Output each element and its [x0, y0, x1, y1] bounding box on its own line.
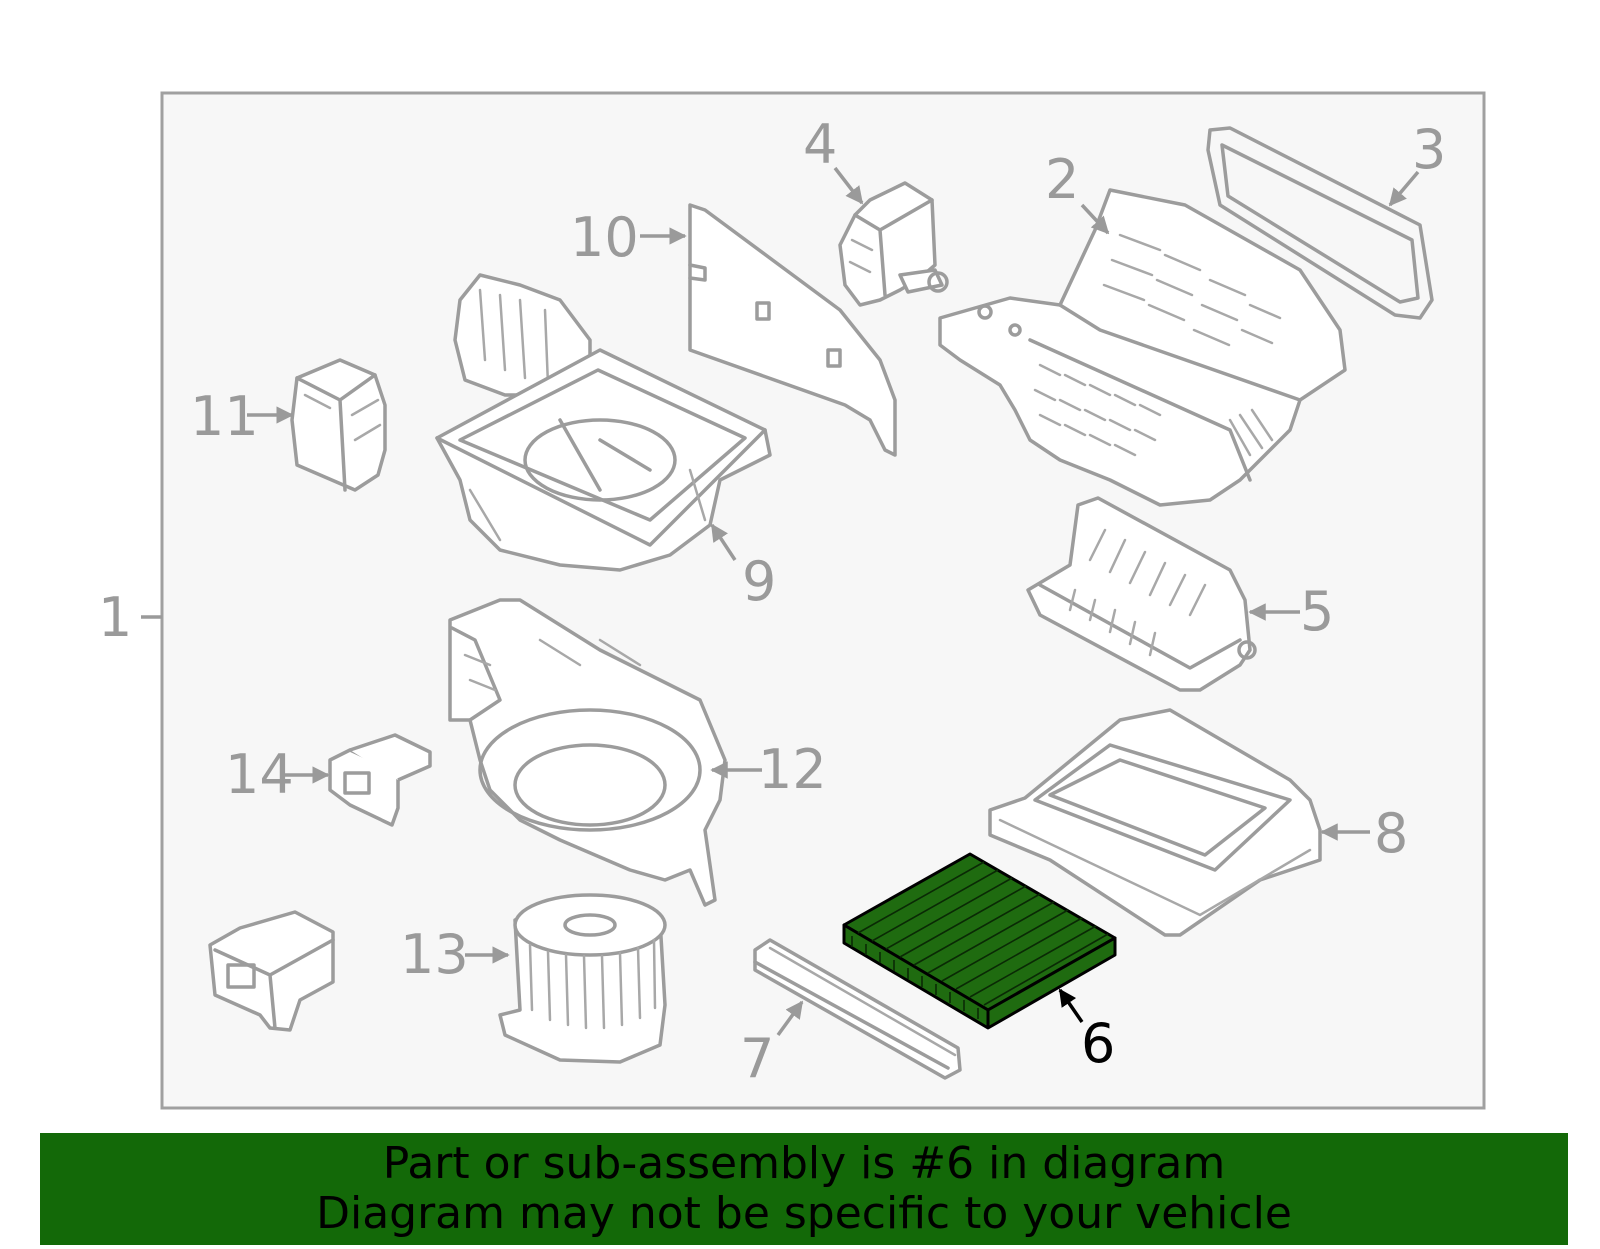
part-10-cover[interactable] — [688, 203, 897, 457]
banner-line-disclaimer: Diagram may not be specific to your vehi… — [316, 1188, 1292, 1239]
callout-1: 1 — [98, 586, 132, 649]
callout-12: 12 — [758, 738, 827, 801]
callout-8: 8 — [1374, 802, 1408, 865]
part-8-housing[interactable] — [988, 708, 1322, 937]
callout-5: 5 — [1300, 580, 1334, 643]
callout-4: 4 — [803, 113, 837, 176]
part-4-actuator[interactable] — [838, 181, 949, 307]
part-12-lower-case[interactable] — [448, 598, 727, 907]
part-7-filter-cover[interactable] — [753, 938, 962, 1080]
leader-lines — [141, 166, 1420, 1037]
callout-11: 11 — [190, 385, 259, 448]
part-2-heater-case[interactable] — [938, 188, 1347, 507]
callout-13: 13 — [400, 923, 469, 986]
callout-14: 14 — [225, 743, 294, 806]
callout-6: 6 — [1081, 1012, 1115, 1075]
part-6-cabin-air-filter[interactable] — [842, 852, 1117, 1030]
part-13-blower-motor[interactable] — [498, 893, 667, 1064]
part-14-resistor[interactable] — [328, 733, 432, 827]
part-11-relay[interactable] — [290, 358, 387, 492]
part-5-duct[interactable] — [1026, 496, 1257, 692]
callout-7: 7 — [740, 1027, 774, 1090]
part-3-seal[interactable] — [1206, 126, 1434, 320]
callout-2: 2 — [1045, 148, 1079, 211]
callout-10: 10 — [570, 206, 639, 269]
info-banner: Part or sub-assembly is #6 in diagram Di… — [40, 1133, 1568, 1245]
callout-3: 3 — [1412, 118, 1446, 181]
banner-line-part: Part or sub-assembly is #6 in diagram — [382, 1138, 1226, 1189]
part-9-upper-case[interactable] — [435, 273, 772, 572]
parts-diagram: 1 2 3 4 5 6 7 8 9 10 11 12 13 14 — [98, 91, 1486, 1110]
callout-9: 9 — [742, 550, 776, 613]
part-connector[interactable] — [208, 910, 335, 1032]
